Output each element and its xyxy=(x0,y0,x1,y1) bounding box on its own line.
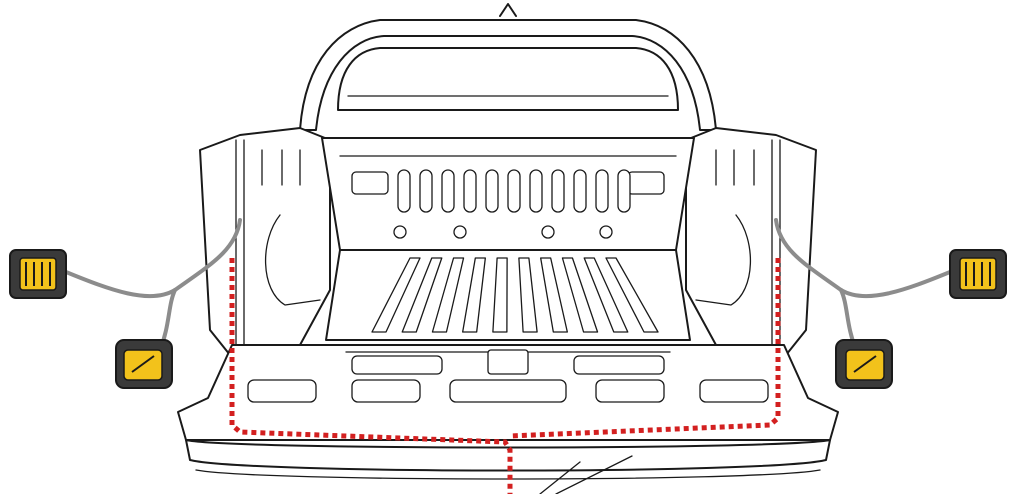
tie-down-bolt xyxy=(393,225,407,239)
connector-plug-left xyxy=(9,249,67,299)
connector-plug-right xyxy=(949,249,1007,299)
floor-rib xyxy=(583,257,629,333)
tie-down-bolt xyxy=(541,225,555,239)
connector-socket-left xyxy=(115,339,173,389)
roll-bar xyxy=(299,3,717,131)
front-wall-rib xyxy=(529,169,543,213)
front-wall-rib xyxy=(507,169,521,213)
floor-rib xyxy=(431,257,465,333)
connector-socket-right xyxy=(835,339,893,389)
floor-rib xyxy=(605,257,659,333)
front-bulkhead xyxy=(321,137,695,251)
wire-route-path xyxy=(229,258,513,494)
front-wall-rib xyxy=(463,169,477,213)
floor-rib xyxy=(462,257,486,333)
tie-down-bolt xyxy=(453,225,467,239)
front-wall-rib xyxy=(397,169,411,213)
front-wall-rib xyxy=(595,169,609,213)
floor-rib xyxy=(540,257,568,333)
floor-rib xyxy=(561,257,599,333)
tie-down-bolt xyxy=(599,225,613,239)
front-wall-rib xyxy=(441,169,455,213)
front-wall-rib xyxy=(573,169,587,213)
front-wall-rib xyxy=(551,169,565,213)
wire-route-path-right xyxy=(509,258,781,439)
front-wall-rib xyxy=(485,169,499,213)
front-wall-rib xyxy=(419,169,433,213)
floor-rib xyxy=(518,257,538,333)
floor-rib xyxy=(371,257,421,333)
wiring-harness xyxy=(9,218,1007,389)
floor-rib xyxy=(492,257,508,333)
tailgate xyxy=(177,344,839,494)
floor-rib xyxy=(401,257,443,333)
front-wall-rib xyxy=(617,169,631,213)
bed-floor xyxy=(325,249,691,341)
